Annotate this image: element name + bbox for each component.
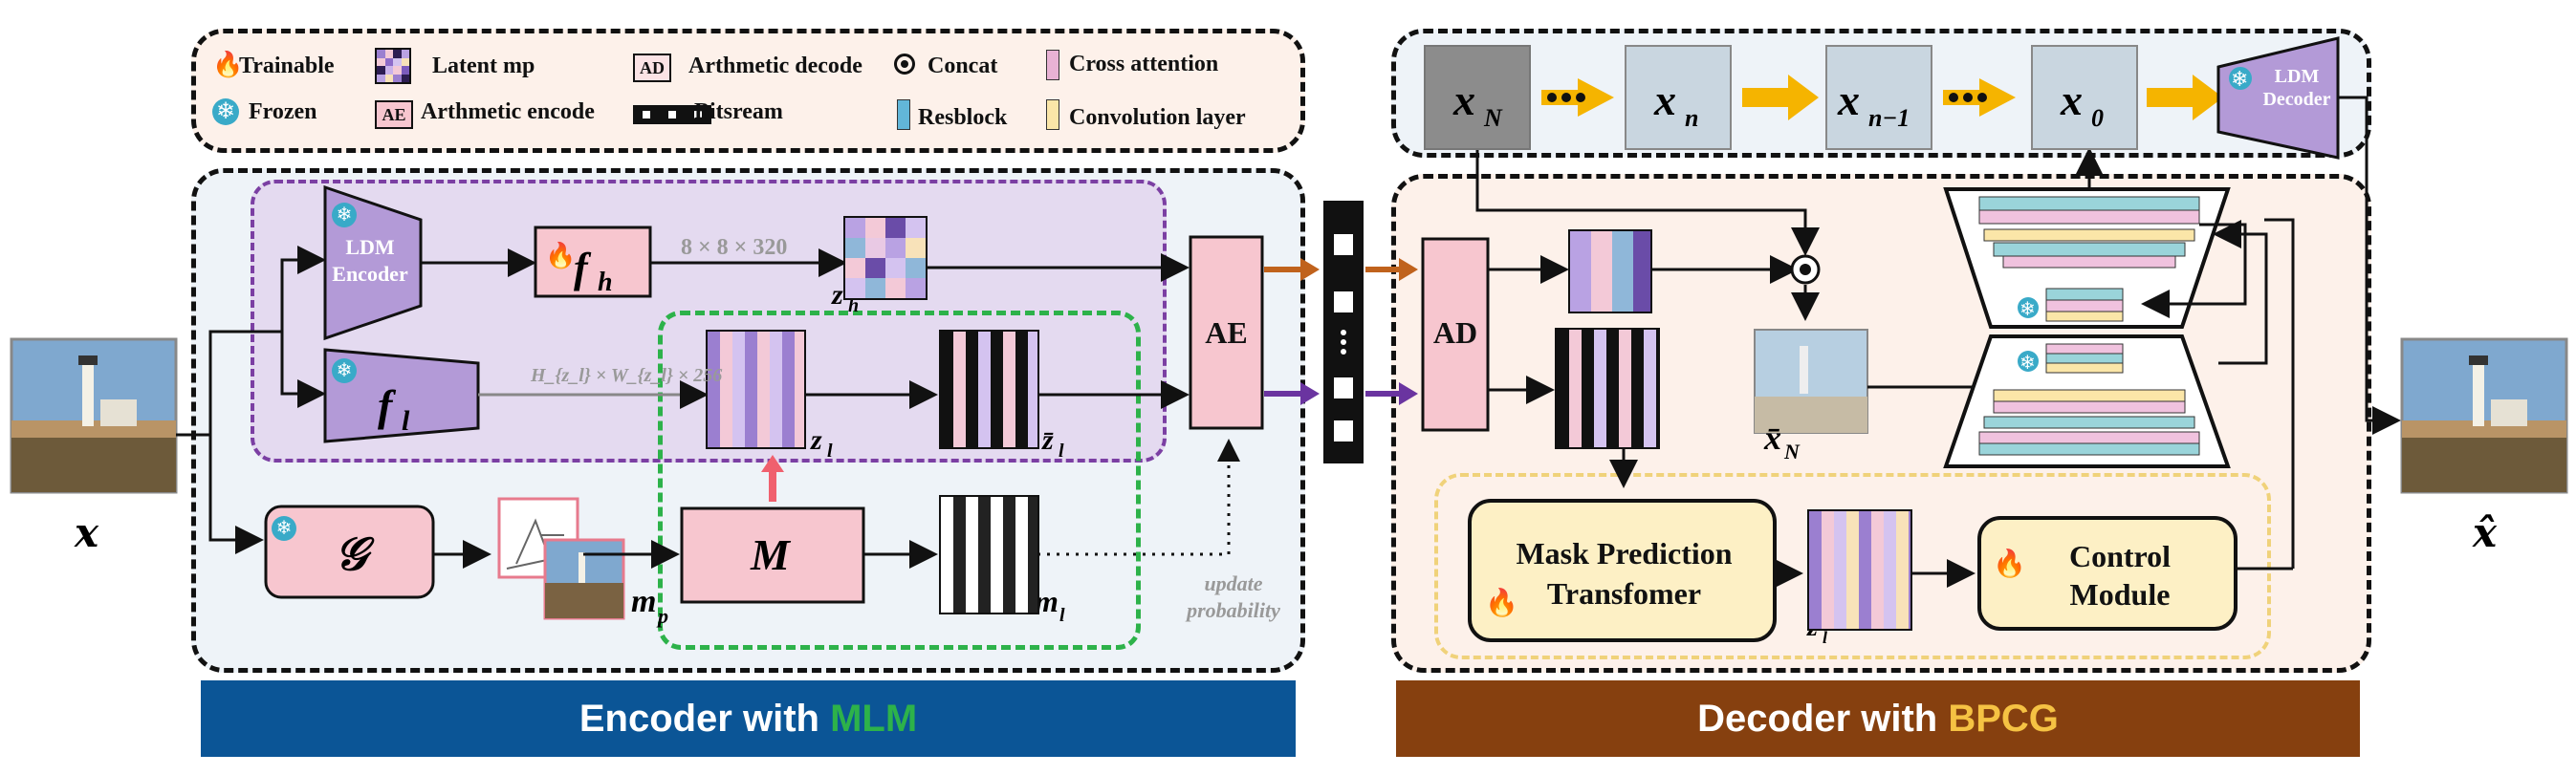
svg-text:n: n: [1685, 104, 1698, 132]
fh-fire-icon: 🔥: [545, 241, 576, 269]
legend-conv: Convolution layer: [1069, 105, 1246, 130]
svg-text:l: l: [1059, 605, 1065, 626]
legend-trainable: Trainable: [239, 54, 335, 78]
unet-decoder-snowflake-icon: [2018, 297, 2039, 318]
ldm-encoder-label: LDM Encoder: [332, 235, 408, 286]
bpcg-region: [1434, 473, 2271, 659]
legend-resblock: Resblock: [918, 105, 1008, 130]
latent-map-icon: [375, 48, 411, 84]
bitstream-icon: [633, 105, 711, 124]
x0-image: [2031, 45, 2138, 150]
mlm-highlight: MLM: [830, 697, 918, 740]
m-label: M: [750, 530, 792, 579]
ad-label: AD: [1432, 315, 1478, 350]
ldm-decoder-label: LDM Decoder: [2262, 66, 2331, 110]
legend-cross: Cross attention: [1069, 52, 1219, 76]
ae-block: [1189, 235, 1264, 430]
concat-icon: [894, 54, 915, 75]
legend-frozen: Frozen: [249, 99, 317, 124]
fh-label: f: [574, 245, 592, 291]
conv-layer-icon: [1046, 99, 1059, 130]
transformer-fire-icon: 🔥: [1485, 589, 1518, 618]
fl-block: [323, 348, 480, 443]
svg-text:z: z: [810, 424, 822, 456]
decoder-zl-grid: [1555, 328, 1660, 449]
zl-hat-grid: [1807, 509, 1912, 631]
svg-text:x: x: [1452, 75, 1475, 124]
update-probability-label: update probability: [1187, 571, 1280, 622]
zl-bar-grid: [939, 330, 1039, 449]
ae-label: AE: [1205, 315, 1248, 350]
svg-text:z: z: [831, 279, 843, 311]
svg-text:z̄: z̄: [1041, 424, 1054, 456]
ldm-encoder-snowflake-icon: ❄: [332, 203, 357, 227]
ad-block: [1421, 237, 1490, 432]
svg-text:l: l: [1823, 628, 1827, 647]
unet-encoder-snowflake-icon: [2018, 351, 2039, 372]
svg-text:0: 0: [2091, 104, 2104, 132]
g-block: [264, 505, 435, 599]
label-xhat: 𝒙̂: [2472, 512, 2498, 556]
legend-concat: Concat: [928, 54, 998, 78]
ad-badge-icon: AD: [633, 54, 671, 82]
sketch-image: [497, 497, 625, 620]
svg-text:x: x: [1653, 75, 1676, 124]
svg-text:N: N: [1783, 440, 1801, 463]
xn-noise-image: [1424, 45, 1531, 150]
mask-prediction-transformer: Mask Prediction Transfomer: [1468, 499, 1777, 642]
fl-dimension: H_{z_l} × W_{z_l} × 256: [531, 365, 723, 386]
svg-text:❄: ❄: [2019, 299, 2036, 320]
svg-text:n−1: n−1: [1868, 104, 1910, 132]
ldm-decoder-snowflake-icon: [2229, 67, 2252, 90]
encoder-banner: Encoder with MLM: [201, 680, 1296, 757]
fh-dimension: 8 × 8 × 320: [681, 235, 788, 260]
decoder-zh-grid: [1568, 229, 1652, 313]
input-image-x: [10, 337, 178, 494]
svg-text:x: x: [2060, 75, 2083, 124]
bitstream-bar: [1323, 201, 1364, 463]
svg-text:l: l: [1059, 441, 1064, 462]
svg-text:x: x: [1837, 75, 1860, 124]
fl-snowflake-icon: ❄: [332, 358, 357, 383]
svg-text:l: l: [827, 441, 833, 462]
control-module: Control Module: [1977, 516, 2238, 631]
control-fire-icon: 🔥: [1993, 549, 2026, 579]
legend-ad: Arthmetic decode: [688, 54, 862, 78]
bpcg-highlight: BPCG: [1948, 697, 2059, 740]
xn-minus-1-image: [1825, 45, 1932, 150]
svg-text:l: l: [402, 405, 410, 437]
ae-badge-icon: AE: [375, 100, 413, 129]
decoder-banner: Decoder with BPCG: [1396, 680, 2360, 757]
zl-grid: [706, 330, 806, 449]
svg-text:N: N: [1483, 104, 1503, 132]
svg-text:x̄: x̄: [1763, 419, 1781, 457]
m-block: [680, 506, 865, 604]
svg-text:❄: ❄: [2231, 67, 2248, 91]
legend-latent: Latent mp: [432, 54, 535, 78]
ldm-decoder-block: [2216, 36, 2340, 160]
g-snowflake-icon: ❄: [272, 516, 296, 541]
snowflake-icon: ❄: [212, 98, 239, 125]
cross-attention-icon: [1046, 50, 1059, 80]
fire-icon: 🔥: [212, 51, 244, 78]
fl-label: f: [378, 381, 397, 430]
progress-arrows: [1541, 75, 2223, 120]
zh-grid: [843, 216, 928, 300]
ml-mask-grid: [939, 495, 1039, 614]
xbar-n-image: [1754, 329, 1868, 434]
mlm-region: [658, 311, 1141, 650]
legend-bitstream: Bitsream: [694, 99, 783, 124]
resblock-icon: [897, 99, 910, 130]
legend-ae: Arthmetic encode: [421, 99, 595, 124]
label-mp: m: [631, 584, 656, 619]
svg-text:h: h: [848, 295, 859, 316]
output-image: [2400, 337, 2568, 494]
label-x: 𝒙: [74, 512, 99, 556]
svg-text:❄: ❄: [2019, 353, 2036, 374]
svg-text:h: h: [598, 268, 613, 297]
svg-text:p: p: [656, 604, 668, 628]
xn-image: [1625, 45, 1732, 150]
